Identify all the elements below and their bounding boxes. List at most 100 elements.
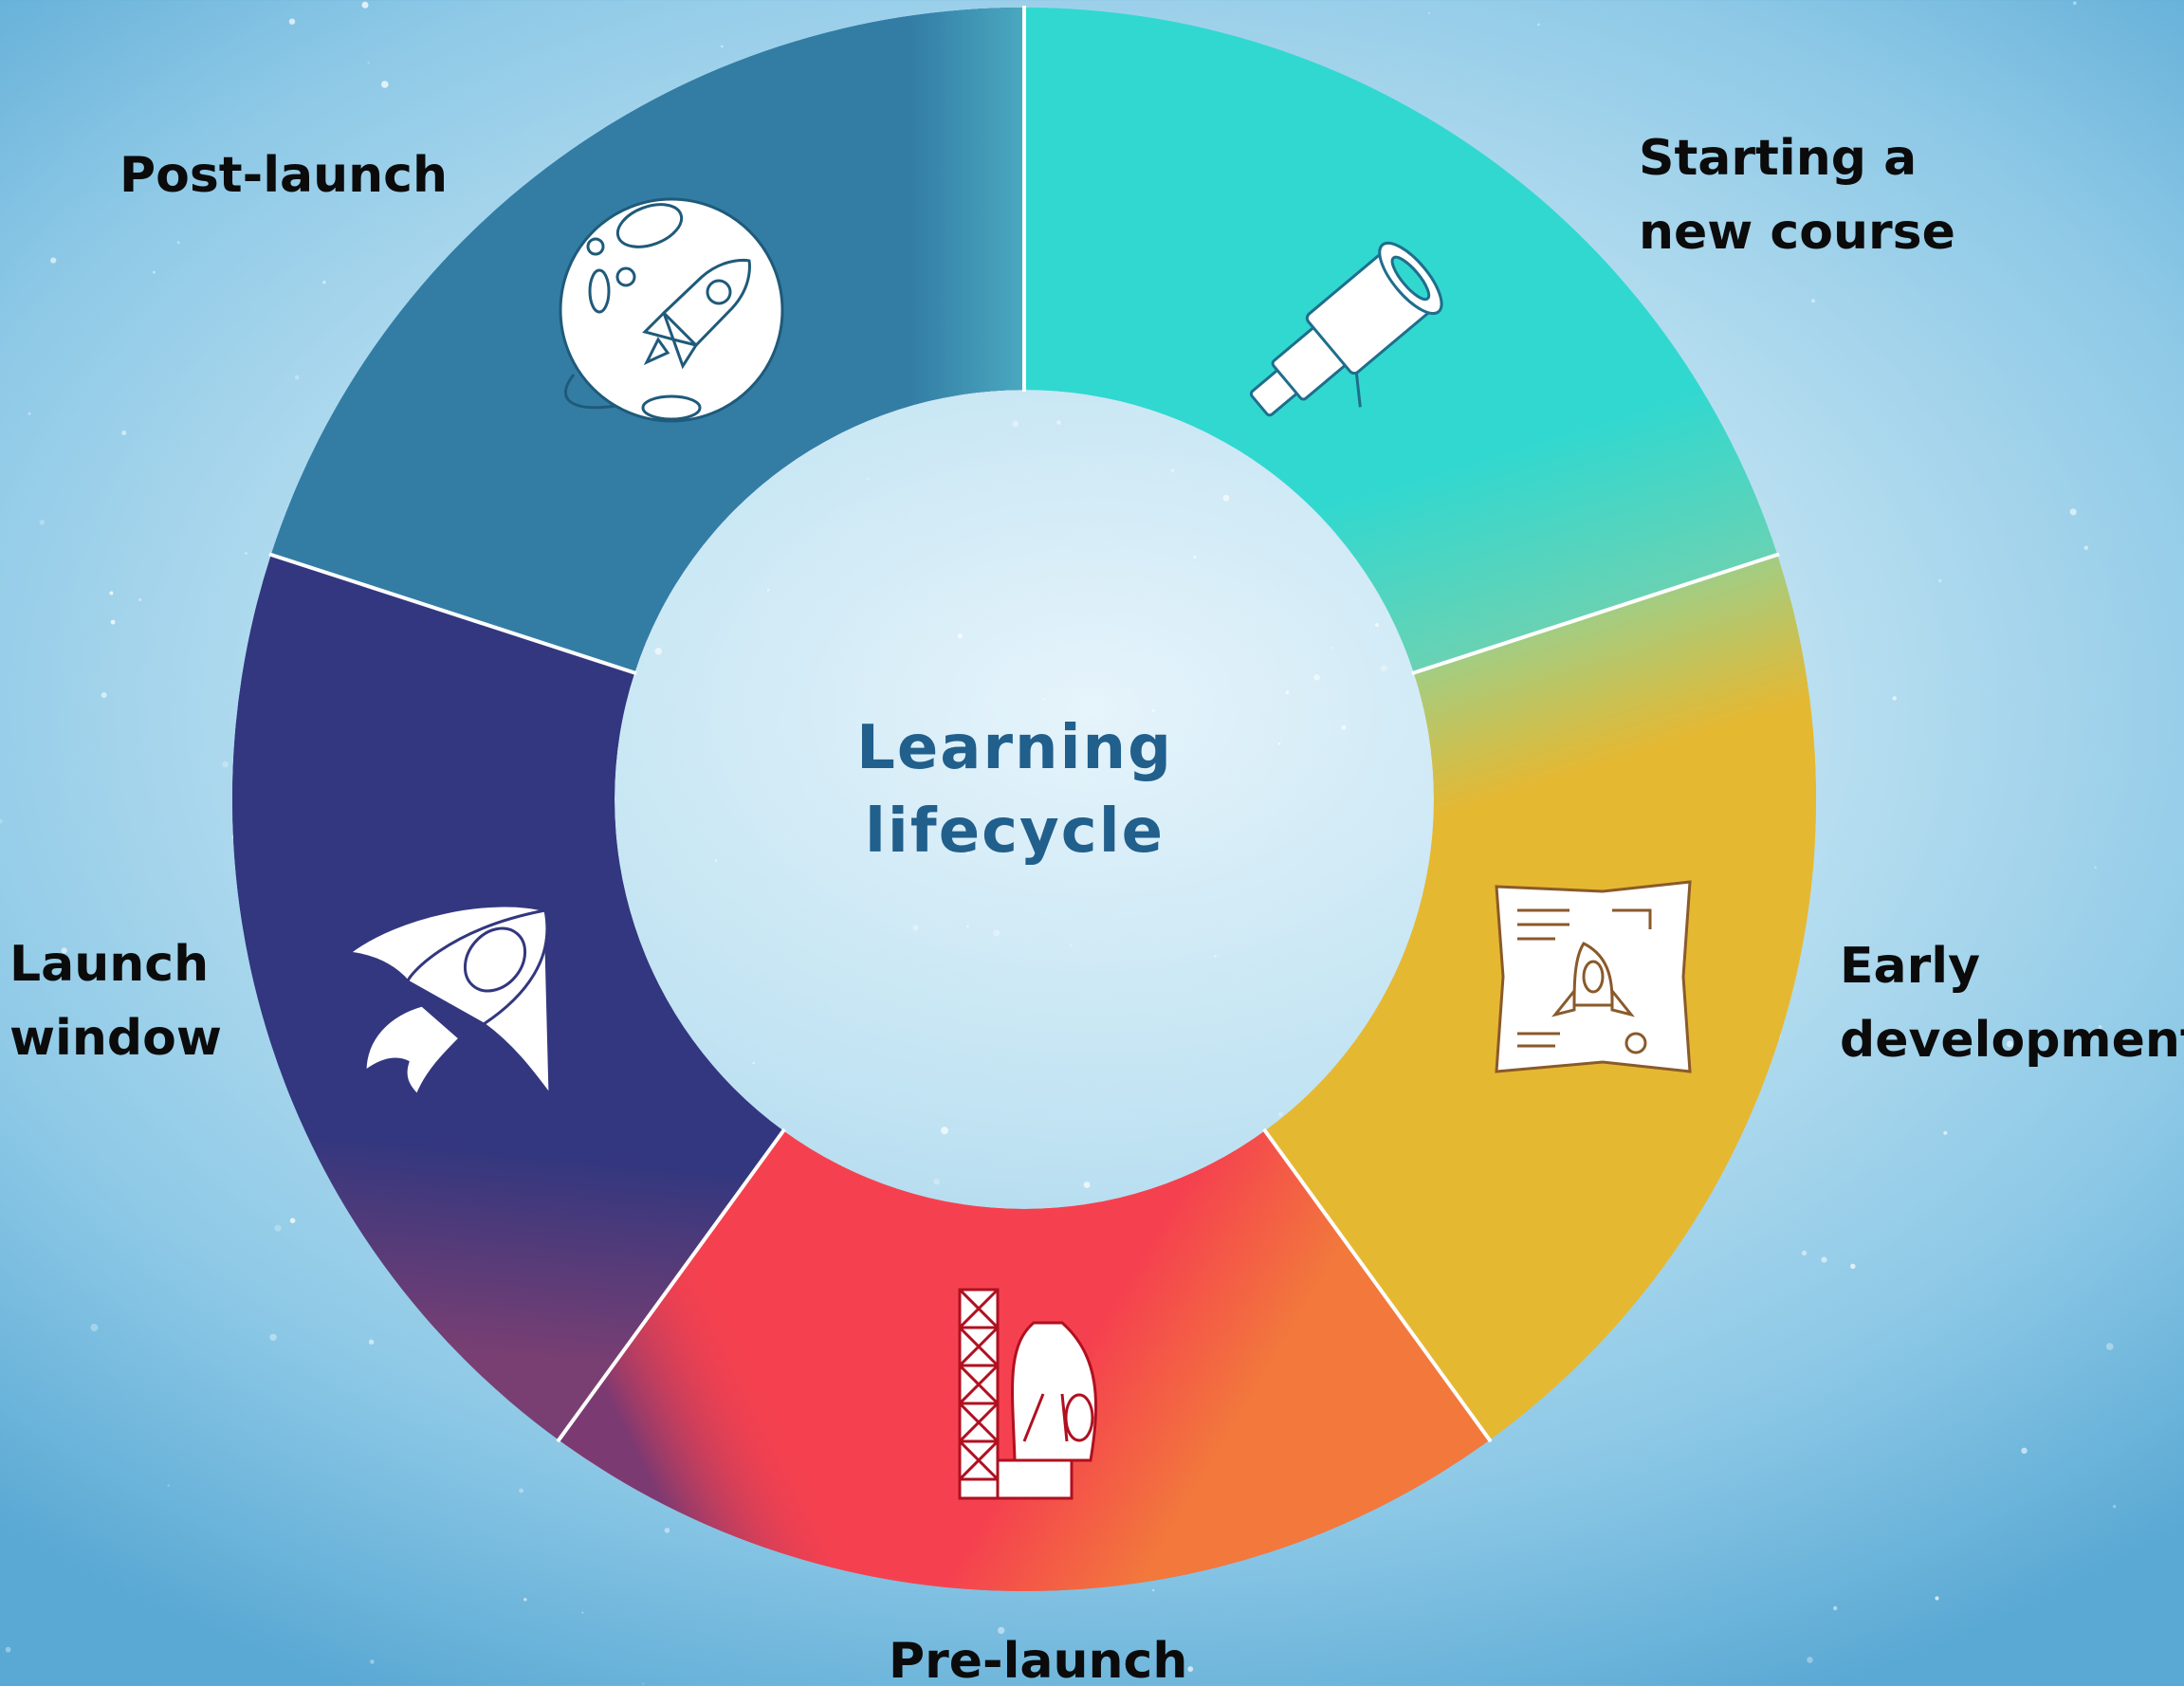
rocket-icon [345, 904, 552, 1100]
star [1801, 1250, 1808, 1255]
star [167, 1484, 170, 1487]
star [1943, 1130, 1948, 1135]
star [361, 1, 369, 9]
star [50, 257, 57, 264]
star [766, 589, 770, 592]
center-title-line1: Learning [856, 713, 1173, 783]
label-pre-launch-line1: Pre-launch [889, 1633, 1188, 1686]
star [642, 1682, 645, 1685]
star [294, 375, 300, 380]
launch-tower-icon [958, 1288, 1098, 1500]
center-title: Learning lifecycle [835, 706, 1195, 873]
star [1012, 420, 1019, 428]
star [1285, 690, 1290, 695]
star [654, 648, 662, 655]
star [381, 81, 389, 88]
star [1056, 420, 1061, 425]
star [941, 1127, 948, 1135]
star [1313, 674, 1320, 681]
star [274, 1224, 282, 1232]
star [721, 45, 724, 48]
star [2105, 1343, 2114, 1350]
star [28, 412, 31, 415]
segment-divider [268, 552, 637, 676]
star [245, 552, 248, 555]
star [1892, 696, 1897, 701]
star [1341, 724, 1347, 730]
star [1375, 623, 1379, 627]
star [39, 520, 46, 525]
star [867, 477, 870, 480]
star [966, 852, 969, 855]
star [2098, 1025, 2102, 1030]
star [1022, 741, 1027, 745]
label-launch-line2: window [9, 1010, 222, 1067]
star [1093, 744, 1101, 753]
star [519, 1488, 523, 1494]
star [1070, 944, 1073, 947]
star [1807, 1657, 1813, 1663]
star [269, 1333, 277, 1342]
segment-starting-shade [1024, 8, 1778, 673]
star [2021, 1447, 2028, 1455]
star [2007, 1040, 2013, 1048]
center-title-line2: lifecycle [864, 797, 1165, 867]
label-starting-line1: Starting a [1639, 130, 1918, 187]
label-starting-a-new-course: Starting a new course [1639, 121, 1955, 269]
star [1151, 1588, 1155, 1592]
star [957, 633, 963, 639]
star [912, 925, 919, 931]
label-launch-window: Launch window [9, 927, 222, 1075]
star [1083, 1182, 1091, 1188]
star [664, 1528, 670, 1533]
star [2069, 508, 2077, 516]
star [1151, 709, 1155, 712]
star [1278, 1111, 1284, 1117]
star [288, 18, 296, 25]
star [1935, 1596, 1939, 1601]
star [1187, 1666, 1194, 1672]
label-early-line2: development [1840, 1012, 2184, 1069]
star [1222, 494, 1230, 502]
star [1537, 23, 1540, 27]
star [153, 270, 156, 274]
star [5, 1646, 11, 1653]
star [2094, 866, 2097, 869]
moon-rocket-icon [559, 197, 784, 423]
star [1214, 955, 1217, 958]
star [1428, 11, 1431, 14]
star [752, 1061, 755, 1065]
star [581, 1611, 584, 1614]
label-post-launch: Post-launch [119, 138, 448, 212]
star [998, 1626, 1005, 1635]
star [1850, 1263, 1856, 1270]
label-starting-line2: new course [1639, 204, 1955, 261]
star [1725, 229, 1729, 232]
star [110, 619, 116, 625]
star [322, 280, 326, 284]
star [1331, 646, 1334, 650]
star [101, 692, 107, 698]
star [289, 1218, 296, 1223]
star [2072, 1, 2077, 6]
segment-divider [1411, 552, 1780, 676]
star [1811, 299, 1815, 303]
star [1170, 468, 1175, 473]
star [1938, 578, 1942, 583]
star [109, 591, 114, 596]
label-post-launch-line1: Post-launch [119, 147, 449, 204]
telescope-icon [1249, 241, 1443, 417]
blueprint-map-icon [1495, 880, 1692, 1073]
star [176, 241, 180, 245]
star [370, 1659, 375, 1664]
star [714, 859, 718, 862]
star [2112, 1504, 2117, 1509]
star [1833, 1605, 1838, 1611]
star [933, 1178, 940, 1185]
star [993, 929, 1000, 937]
star [138, 597, 142, 602]
star [0, 818, 3, 824]
star [61, 947, 67, 954]
star [367, 62, 370, 64]
